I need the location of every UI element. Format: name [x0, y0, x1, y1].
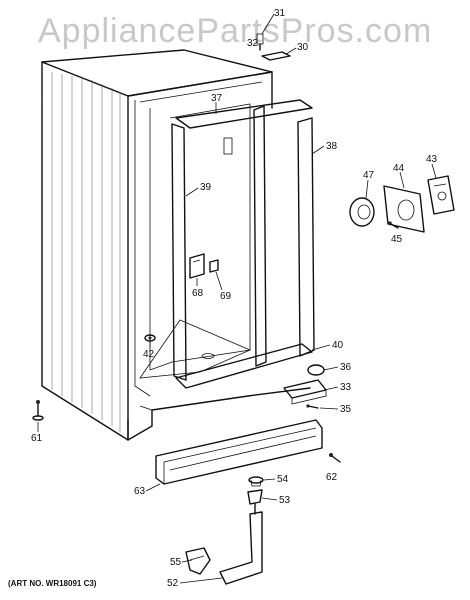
callout-55: 55 — [170, 557, 182, 568]
callout-38: 38 — [326, 141, 338, 152]
callout-54: 54 — [277, 474, 289, 485]
grille-screw — [329, 453, 341, 463]
callout-31: 31 — [274, 8, 286, 19]
callout-63: 63 — [134, 486, 146, 497]
leveling-leg — [32, 400, 44, 421]
callout-37: 37 — [211, 93, 223, 104]
shelf-supports — [189, 253, 219, 279]
thermostat-assembly — [349, 175, 455, 233]
drain-fitting — [144, 334, 156, 342]
callout-44: 44 — [393, 163, 405, 174]
base-grille — [155, 419, 323, 485]
art-number: (ART NO. WR18091 C3) — [8, 579, 97, 588]
callout-35: 35 — [340, 404, 352, 415]
callout-43: 43 — [426, 154, 438, 165]
top-hinge — [256, 33, 291, 61]
callout-36: 36 — [340, 362, 352, 373]
callout-45: 45 — [391, 234, 403, 245]
callout-42: 42 — [143, 349, 155, 360]
callout-69: 69 — [220, 291, 232, 302]
bottom-hinge — [283, 364, 327, 409]
callout-53: 53 — [279, 495, 291, 506]
cabinet — [41, 49, 311, 441]
callout-62: 62 — [326, 472, 338, 483]
callout-61: 61 — [31, 433, 43, 444]
side-panel-texture — [51, 72, 121, 432]
callout-33: 33 — [340, 382, 352, 393]
callout-52: 52 — [167, 578, 179, 589]
callout-30: 30 — [297, 42, 309, 53]
door-gasket — [171, 99, 315, 389]
watermark-text: AppliancePartsPros.com — [38, 12, 432, 50]
callout-68: 68 — [192, 288, 204, 299]
callout-40: 40 — [332, 340, 344, 351]
callouts: 31 32 30 37 38 39 47 44 43 45 68 69 40 4… — [31, 8, 438, 589]
callout-39: 39 — [200, 182, 212, 193]
drain-assembly — [185, 476, 264, 585]
callout-32: 32 — [247, 38, 259, 49]
callout-47: 47 — [363, 170, 375, 181]
